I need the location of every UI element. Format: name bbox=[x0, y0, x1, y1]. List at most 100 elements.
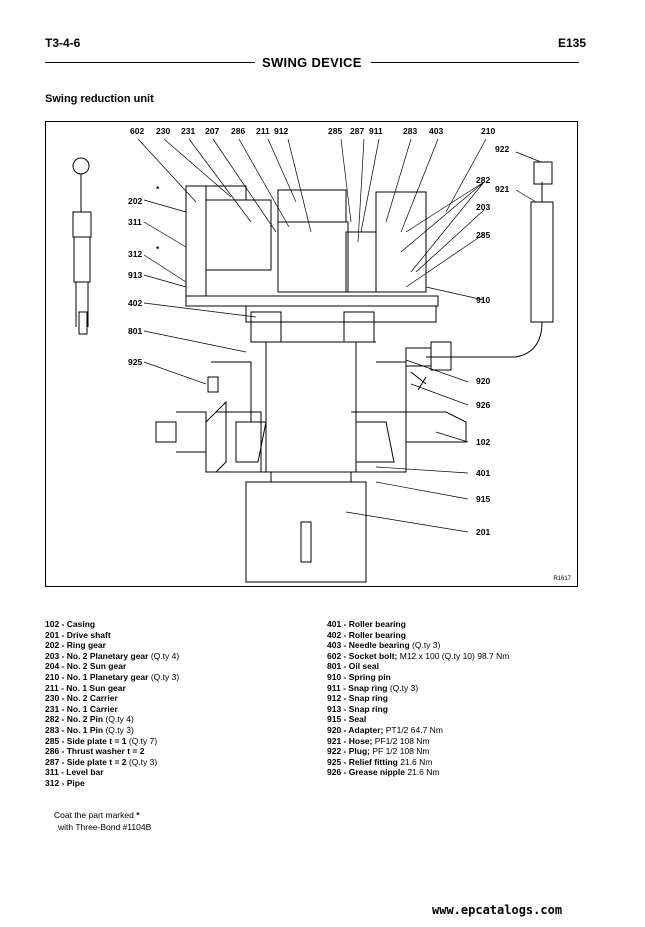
legend-item: 210 - No. 1 Planetary gear (Q.ty 3) bbox=[45, 672, 179, 683]
legend-part: 204 - No. 2 Sun gear bbox=[45, 661, 127, 672]
callout-203: 203 bbox=[476, 202, 491, 212]
legend-note: (Q.ty 4) bbox=[103, 714, 134, 725]
legend-item: 282 - No. 2 Pin (Q.ty 4) bbox=[45, 714, 179, 725]
legend-item: 911 - Snap ring (Q.ty 3) bbox=[327, 683, 509, 694]
legend-item: 801 - Oil seal bbox=[327, 661, 509, 672]
legend-part: 921 - Hose; bbox=[327, 735, 373, 746]
legend-item: 287 - Side plate t = 2 (Q.ty 3) bbox=[45, 757, 179, 768]
legend-part: 602 - Socket bolt; bbox=[327, 650, 398, 661]
legend-part: 210 - No. 1 Planetary gear bbox=[45, 671, 149, 682]
legend-part: 211 - No. 1 Sun gear bbox=[45, 682, 126, 693]
callout-911: 911 bbox=[369, 126, 383, 136]
title-rule-right bbox=[371, 62, 579, 63]
callout-926: 926 bbox=[476, 400, 491, 410]
legend-note: (Q.ty 4) bbox=[148, 650, 180, 661]
legend-item: 602 - Socket bolt; M12 x 100 (Q.ty 10) 9… bbox=[327, 651, 509, 662]
legend-item: 402 - Roller bearing bbox=[327, 630, 509, 641]
legend-item: 211 - No. 1 Sun gear bbox=[45, 683, 179, 694]
title-rule-left bbox=[45, 62, 255, 63]
legend-note: (Q.ty 7) bbox=[126, 735, 158, 746]
legend-part: 311 - Level bar bbox=[45, 767, 104, 778]
callout-311: 311 bbox=[128, 217, 142, 227]
legend-item: 920 - Adapter; PT1/2 64.7 Nm bbox=[327, 725, 509, 736]
legend-part: 922 - Plug; bbox=[327, 746, 370, 757]
model-code: E135 bbox=[558, 36, 587, 50]
legend-note: M12 x 100 (Q.ty 10) 98.7 Nm bbox=[397, 650, 510, 661]
legend-item: 285 - Side plate t = 1 (Q.ty 7) bbox=[45, 736, 179, 747]
housing-drawing bbox=[155, 185, 467, 583]
callout-910: 910 bbox=[476, 295, 491, 305]
callout-920: 920 bbox=[476, 376, 491, 386]
legend-item: 925 - Relief fitting 21.6 Nm bbox=[327, 757, 509, 768]
page-code: T3-4-6 bbox=[45, 36, 81, 50]
callout-602: 602 bbox=[130, 126, 145, 136]
legend-item: 201 - Drive shaft bbox=[45, 630, 179, 641]
section-title: SWING DEVICE bbox=[262, 55, 362, 70]
legend-part: 911 - Snap ring bbox=[327, 682, 388, 693]
callout-912: 912 bbox=[274, 126, 289, 136]
callout-102: 102 bbox=[476, 437, 491, 447]
legend-note: (Q.ty 3) bbox=[409, 640, 441, 651]
watermark: www.epcatalogs.com bbox=[432, 903, 563, 917]
note-line-2: with Three-Bond #1104B bbox=[58, 822, 152, 832]
legend-note: PF 1/2 108 Nm bbox=[369, 746, 430, 757]
callout-211: 211 bbox=[256, 126, 270, 136]
cross-section-drawing bbox=[72, 138, 554, 583]
leader-lines bbox=[137, 138, 542, 533]
legend-part: 925 - Relief fitting bbox=[327, 756, 398, 767]
legend-item: 401 - Roller bearing bbox=[327, 619, 509, 630]
level-bar-drawing bbox=[72, 157, 92, 335]
callout-283: 283 bbox=[403, 126, 418, 136]
callout-921: 921 bbox=[495, 184, 510, 194]
legend-item: 202 - Ring gear bbox=[45, 640, 179, 651]
legend-part: 283 - No. 1 Pin bbox=[45, 724, 104, 735]
legend-part: 401 - Roller bearing bbox=[327, 619, 406, 629]
callout-922: 922 bbox=[495, 144, 510, 154]
legend-part: 915 - Seal bbox=[327, 714, 367, 725]
legend-item: 204 - No. 2 Sun gear bbox=[45, 661, 179, 672]
coat-marker: * bbox=[156, 244, 160, 254]
callout-230: 230 bbox=[156, 126, 171, 136]
legend-part: 912 - Snap ring bbox=[327, 693, 388, 704]
legend-part: 231 - No. 1 Carrier bbox=[45, 703, 118, 714]
callout-287: 287 bbox=[350, 126, 365, 136]
callout-312: 312 bbox=[128, 249, 143, 259]
legend-item: 922 - Plug; PF 1/2 108 Nm bbox=[327, 746, 509, 757]
legend-item: 912 - Snap ring bbox=[327, 693, 509, 704]
legend-note: (Q.ty 3) bbox=[126, 756, 158, 767]
callout-201: 201 bbox=[476, 527, 491, 537]
hose-drawing bbox=[405, 161, 554, 391]
legend-part: 230 - No. 2 Carrier bbox=[45, 693, 118, 704]
coat-marker: * bbox=[156, 184, 160, 194]
legend-item: 915 - Seal bbox=[327, 714, 509, 725]
subtitle: Swing reduction unit bbox=[45, 93, 154, 105]
legend-item: 921 - Hose; PF1/2 108 Nm bbox=[327, 736, 509, 747]
legend-note: (Q.ty 3) bbox=[148, 671, 180, 682]
note-star: * bbox=[136, 810, 140, 820]
legend-part: 926 - Grease nipple bbox=[327, 767, 405, 778]
callout-202: 202 bbox=[128, 196, 143, 206]
legend-item: 311 - Level bar bbox=[45, 767, 179, 778]
legend-item: 403 - Needle bearing (Q.ty 3) bbox=[327, 640, 509, 651]
legend-item: 286 - Thrust washer t = 2 bbox=[45, 746, 179, 757]
callout-915: 915 bbox=[476, 494, 491, 504]
legend-part: 913 - Snap ring bbox=[327, 703, 388, 714]
legend-note: 21.6 Nm bbox=[404, 767, 440, 778]
legend-part: 286 - Thrust washer t = 2 bbox=[45, 746, 145, 757]
callout-231: 231 bbox=[181, 126, 196, 136]
callout-401: 401 bbox=[476, 468, 491, 478]
legend-note: (Q.ty 3) bbox=[103, 724, 134, 735]
legend-item: 203 - No. 2 Planetary gear (Q.ty 4) bbox=[45, 651, 179, 662]
legend-part: 801 - Oil seal bbox=[327, 661, 379, 672]
legend-note: PT1/2 64.7 Nm bbox=[383, 724, 443, 735]
legend-item: 231 - No. 1 Carrier bbox=[45, 704, 179, 715]
callout-285-right: 285 bbox=[476, 230, 491, 240]
cross-section-figure: 602 230 231 207 286 211 912 285 287 911 … bbox=[45, 121, 578, 587]
legend-item: 910 - Spring pin bbox=[327, 672, 509, 683]
legend-item: 312 - Pipe bbox=[45, 778, 179, 789]
callout-913: 913 bbox=[128, 270, 143, 280]
note-line-1: Coat the part marked bbox=[54, 810, 134, 820]
callout-286: 286 bbox=[231, 126, 246, 136]
